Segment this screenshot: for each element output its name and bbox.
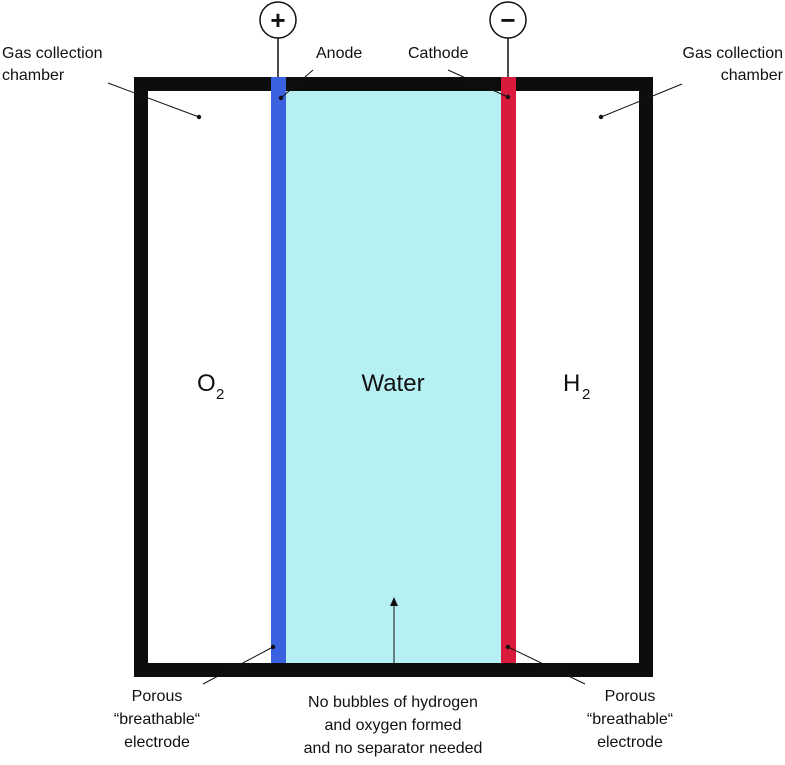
gas-right-label-line2: chamber xyxy=(721,67,784,84)
oxygen-subscript: 2 xyxy=(216,386,224,403)
arrow-up-icon xyxy=(390,597,398,606)
positive-terminal-icon: + xyxy=(259,1,297,39)
porous-right-line1: Porous xyxy=(605,688,656,705)
cathode-leader xyxy=(447,69,509,98)
anode-label: Anode xyxy=(316,45,362,62)
porous-left-line1: Porous xyxy=(132,688,183,705)
water-region xyxy=(285,84,501,670)
bottom-note-line2: and oxygen formed xyxy=(325,717,462,734)
gas-right-label-line1: Gas collection xyxy=(683,45,784,62)
hydrogen-letter: H xyxy=(563,370,580,397)
hydrogen-subscript: 2 xyxy=(582,386,590,403)
bottom-note-line1: No bubbles of hydrogen xyxy=(308,694,478,711)
porous-right-leader xyxy=(507,646,586,685)
porous-right-dot xyxy=(505,644,511,650)
water-label: Water xyxy=(361,370,424,397)
cathode-electrode xyxy=(501,77,516,663)
gas-left-dot xyxy=(196,114,202,120)
gas-right-dot xyxy=(598,114,604,120)
porous-left-leader xyxy=(202,646,274,685)
cell-frame xyxy=(134,77,653,677)
gas-left-label-line1: Gas collection xyxy=(2,45,103,62)
negative-terminal-symbol: − xyxy=(500,5,515,35)
porous-right-line3: electrode xyxy=(597,734,663,751)
positive-terminal-symbol: + xyxy=(270,5,285,35)
porous-left-line3: electrode xyxy=(124,734,190,751)
bottom-note-line3: and no separator needed xyxy=(304,740,483,757)
cathode-label: Cathode xyxy=(408,45,469,62)
porous-left-dot xyxy=(270,644,276,650)
gas-left-label-line2: chamber xyxy=(2,67,65,84)
anode-leader xyxy=(280,69,314,99)
negative-terminal-icon: − xyxy=(489,1,527,39)
cathode-dot xyxy=(505,94,511,100)
gas-right-leader xyxy=(600,83,683,118)
gas-left-leader xyxy=(107,82,200,118)
oxygen-letter: O xyxy=(197,370,216,397)
anode-electrode xyxy=(271,77,286,663)
anode-dot xyxy=(278,95,284,101)
porous-left-line2: “breathable“ xyxy=(114,711,200,728)
porous-right-line2: “breathable“ xyxy=(587,711,673,728)
